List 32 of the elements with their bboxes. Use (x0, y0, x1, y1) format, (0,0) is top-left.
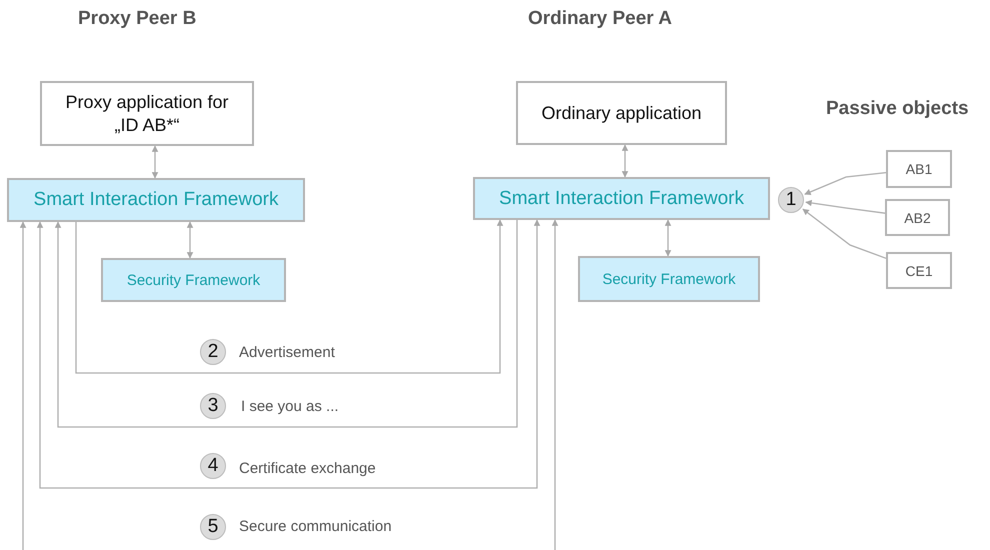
edge-label: I see you as ... (241, 398, 339, 416)
framework-box: Smart Interaction Framework (473, 177, 770, 220)
step-badge: 5 (200, 514, 226, 540)
connector-arrow (804, 172, 886, 195)
group-heading: Passive objects (826, 100, 969, 118)
framework-box: Security Framework (101, 258, 286, 302)
step-badge: 2 (200, 339, 226, 365)
edge-label: Certificate exchange (239, 460, 376, 478)
connector-arrow (186, 221, 194, 259)
object-box: AB1 (886, 150, 952, 188)
connector-arrow (802, 208, 886, 259)
connector-arrow (152, 145, 158, 179)
connector-arrow (664, 219, 672, 257)
peer-heading: Proxy Peer B (78, 10, 196, 28)
connector-arrow (552, 219, 558, 550)
step-label: Secure communication (239, 518, 392, 536)
framework-box: Security Framework (578, 256, 760, 302)
connector-arrow (20, 221, 26, 550)
peer-heading: Ordinary Peer A (528, 10, 672, 28)
object-box: CE1 (886, 252, 952, 289)
connector-arrow (54, 220, 518, 428)
object-box: AB2 (885, 199, 950, 236)
connector-arrow (805, 200, 886, 214)
step-badge: 3 (200, 393, 226, 419)
framework-box: Smart Interaction Framework (7, 178, 305, 222)
connector-arrow (75, 219, 504, 374)
application-box: Ordinary application (516, 81, 727, 145)
application-box: Proxy application for „ID AB*“ (40, 81, 254, 146)
step-badge: 4 (200, 453, 226, 479)
connector-arrow (622, 144, 628, 178)
step-badge: 1 (778, 187, 804, 213)
connector-arrow (36, 219, 540, 489)
